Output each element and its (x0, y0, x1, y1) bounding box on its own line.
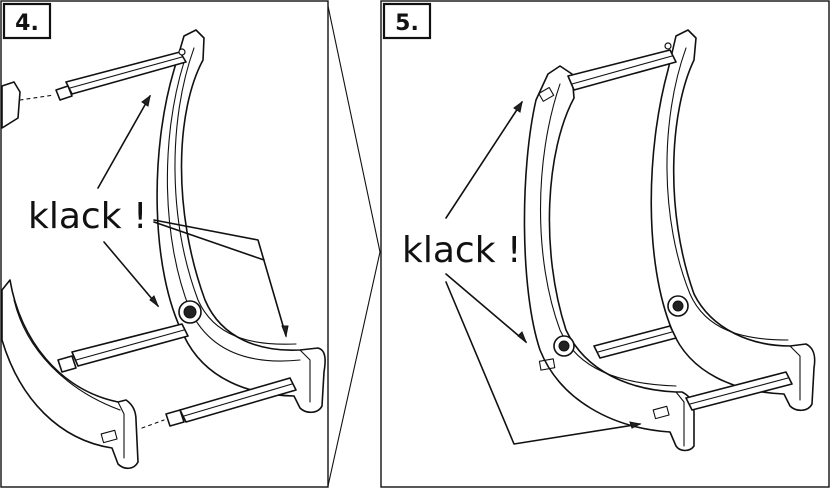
brand-logo-badge (178, 300, 202, 324)
zoom-connector (327, 5, 381, 487)
arrows-step-4 (97, 94, 289, 338)
top-rod-step-4 (19, 48, 187, 101)
rear-leg-left (1, 279, 139, 470)
middle-rod-step-5 (593, 325, 677, 359)
stand-illustration-step-5 (523, 29, 816, 452)
brand-logo-badge-front (667, 295, 689, 317)
bottom-rod-step-5 (685, 371, 793, 411)
panel-step-4: 4. (0, 0, 329, 488)
step-5-number: 5. (395, 11, 419, 36)
middle-rod-step-4 (57, 323, 189, 373)
left-part-fragment (1, 81, 21, 129)
step-4-number: 4. (15, 11, 39, 36)
arrows-step-5 (445, 100, 642, 445)
stand-illustration-step-4 (1, 29, 326, 470)
klack-label-step-5: klack ! (402, 230, 521, 271)
step-5-badge: 5. (382, 2, 432, 40)
brand-logo-badge-rear (553, 335, 575, 357)
panel-step-5: 5. (380, 0, 830, 488)
klack-label-step-4: klack ! (28, 196, 147, 237)
bottom-rod-step-4 (141, 377, 297, 429)
top-rod-step-5 (567, 42, 677, 91)
step-4-badge: 4. (2, 2, 52, 40)
front-leg-step-5 (650, 29, 816, 412)
